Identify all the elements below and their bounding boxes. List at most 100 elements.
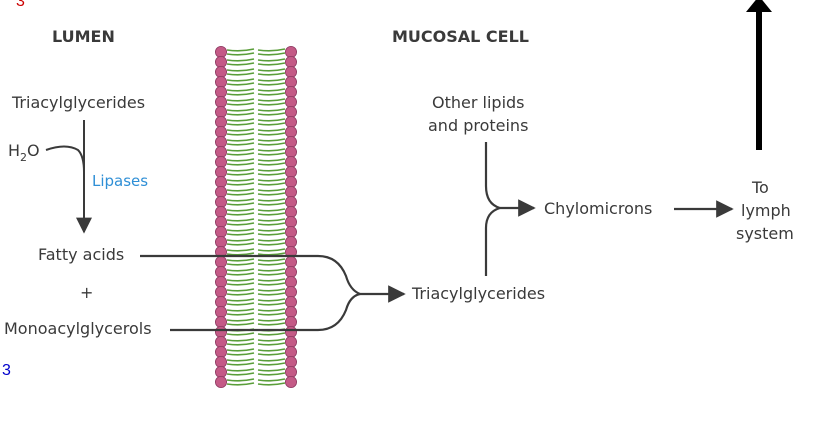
lipid-tail (226, 162, 255, 166)
outer-lipid-head (214, 375, 227, 388)
outer-lipid-head (214, 106, 227, 119)
lipid-tail (226, 182, 255, 186)
inner-lipid-head (284, 76, 297, 89)
lipid-tail (257, 182, 286, 186)
lipid-tail (257, 308, 286, 312)
outer-lipid-head (214, 205, 227, 218)
lipid-tail (226, 192, 255, 196)
other-lipids-label: Other lipids (432, 93, 525, 112)
lipid-tail (226, 322, 255, 326)
lipid-tail (257, 268, 286, 272)
lipid-tail (226, 88, 255, 92)
outer-lipid-head (214, 56, 227, 69)
lipid-tail (257, 228, 286, 232)
lipid-tail (226, 158, 255, 162)
lipid-tail (226, 348, 255, 352)
lipid-tail (257, 82, 286, 86)
lipid-tail (257, 122, 286, 126)
water-input-curve (45, 145, 85, 173)
outer-lipid-head (214, 86, 227, 99)
lipid-tail (257, 232, 286, 236)
outer-lipid-head (214, 365, 227, 378)
proteins-label: and proteins (428, 116, 528, 135)
inner-lipid-head (284, 295, 297, 308)
outer-lipid-head (214, 66, 227, 79)
lipid-tail (226, 272, 255, 276)
outer-lipid-head (214, 76, 227, 89)
inner-lipid-head (284, 265, 297, 278)
mucosal-cell-header: MUCOSAL CELL (392, 27, 529, 46)
lipid-tail (257, 362, 286, 366)
lipid-tail (257, 292, 286, 296)
lipid-tail (226, 332, 255, 336)
lipid-tail (257, 162, 286, 166)
lipid-tail (226, 262, 255, 266)
lipid-tail (257, 48, 286, 52)
inner-lipid-head (284, 106, 297, 119)
lipid-tail (226, 238, 255, 242)
inner-lipid-head (284, 215, 297, 228)
inner-lipid-head (284, 135, 297, 148)
inner-lipid-head (284, 56, 297, 69)
lipid-tail (257, 252, 286, 256)
lipid-tail (226, 228, 255, 232)
lipid-tail (257, 202, 286, 206)
lipid-tail (257, 278, 286, 282)
assembly-bracket (484, 142, 501, 276)
lipid-tail (226, 342, 255, 346)
outer-lipid-head (214, 96, 227, 109)
outer-lipid-head (214, 305, 227, 318)
outer-lipid-head (214, 165, 227, 178)
inner-lipid-head (284, 126, 297, 139)
lipid-tail (226, 62, 255, 66)
inner-lipid-head (284, 185, 297, 198)
lipid-tail (257, 98, 286, 102)
lipid-tail (226, 258, 255, 262)
lipid-tail (226, 378, 255, 382)
inner-lipid-head (284, 175, 297, 188)
inner-lipid-head (284, 365, 297, 378)
lipid-tail (226, 148, 255, 152)
lipid-tail (226, 212, 255, 216)
upward-arrow-head (746, 0, 772, 12)
lipid-tail (226, 208, 255, 212)
lipid-tail (226, 108, 255, 112)
outer-lipid-head (214, 285, 227, 298)
lipid-tail (257, 148, 286, 152)
inner-lipid-head (284, 96, 297, 109)
lipid-tail (257, 338, 286, 342)
lipid-tail (226, 242, 255, 246)
lipid-tail (226, 172, 255, 176)
lipid-tail (257, 198, 286, 202)
outer-lipid-head (214, 355, 227, 368)
lipid-tail (226, 282, 255, 286)
lipid-tail (257, 318, 286, 322)
lipid-tail (257, 68, 286, 72)
lipid-tail (226, 358, 255, 362)
outer-lipid-head (214, 155, 227, 168)
lipid-tail (257, 138, 286, 142)
outer-lipid-head (214, 135, 227, 148)
lipid-tail (226, 288, 255, 292)
lipid-tail (257, 248, 286, 252)
lipid-tail (226, 52, 255, 56)
outer-lipid-head (214, 195, 227, 208)
outer-lipid-head (214, 335, 227, 348)
lipid-tail (226, 152, 255, 156)
inner-lipid-head (284, 165, 297, 178)
inner-lipid-head (284, 145, 297, 158)
lipid-tail (257, 62, 286, 66)
lipid-tail (257, 298, 286, 302)
lipid-tail (226, 72, 255, 76)
inner-lipid-head (284, 225, 297, 238)
fatty-acids-label: Fatty acids (38, 245, 124, 264)
lipid-tail (257, 132, 286, 136)
outer-lipid-head (214, 225, 227, 238)
inner-lipid-head (284, 195, 297, 208)
lipid-tail (257, 242, 286, 246)
inner-lipid-head (284, 66, 297, 79)
membrane-bilayer (214, 46, 297, 388)
lipid-tail (257, 208, 286, 212)
lipid-tail (226, 218, 255, 222)
